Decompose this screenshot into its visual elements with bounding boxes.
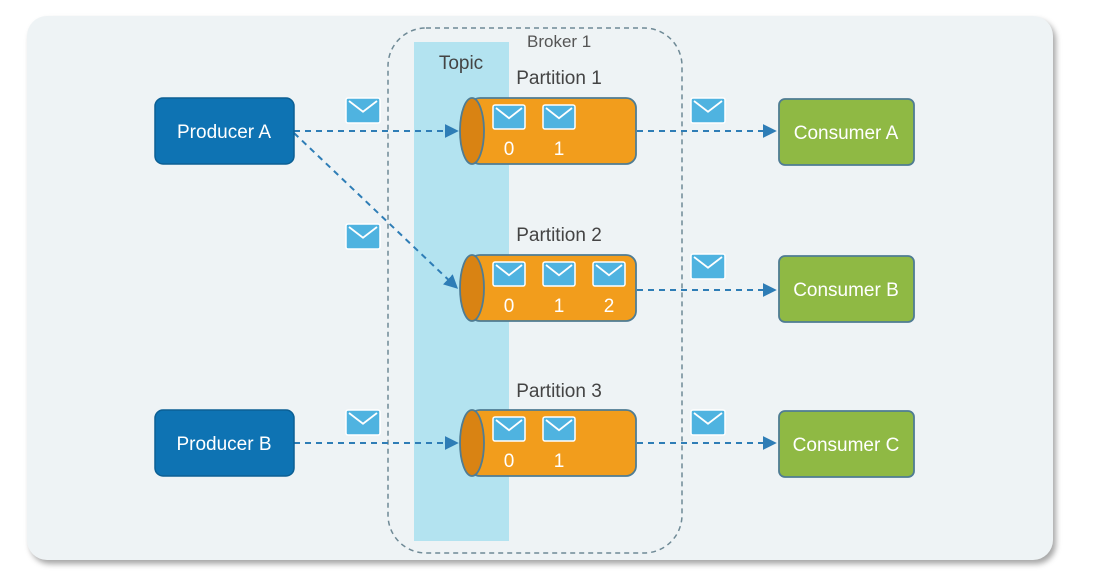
partition-3-label: Partition 3 (516, 381, 602, 402)
consumer-c-label: Consumer C (793, 435, 900, 456)
message-offset: 0 (504, 296, 515, 317)
envelope-icon (345, 409, 381, 436)
producer-b-node[interactable]: Producer B (154, 409, 295, 477)
envelope-icon (690, 409, 726, 436)
message-offset: 1 (554, 139, 565, 160)
message-offset: 2 (604, 296, 615, 317)
envelope-icon (492, 416, 526, 442)
envelope-icon (690, 253, 726, 280)
flow-envelopes (345, 97, 726, 436)
consumer-a-label: Consumer A (794, 123, 899, 144)
consumer-a-node[interactable]: Consumer A (778, 98, 915, 166)
broker-label: Broker 1 (527, 32, 591, 51)
envelope-icon (492, 261, 526, 287)
arrows-layer (293, 124, 777, 450)
partition-2-messages: 0 1 2 (492, 261, 626, 317)
envelope-icon (542, 261, 576, 287)
consumer-c-node[interactable]: Consumer C (778, 410, 915, 478)
envelope-icon (492, 104, 526, 130)
envelope-icon (345, 223, 381, 250)
consumer-b-node[interactable]: Consumer B (778, 255, 915, 323)
message-offset: 0 (504, 139, 515, 160)
message-offset: 1 (554, 296, 565, 317)
arrow-producer-a-partition-2 (293, 132, 459, 289)
producer-a-node[interactable]: Producer A (154, 97, 295, 165)
consumer-b-label: Consumer B (793, 280, 899, 301)
producer-a-label: Producer A (177, 122, 271, 143)
envelope-icon (345, 97, 381, 124)
message-offset: 0 (504, 451, 515, 472)
topic-label: Topic (439, 53, 483, 74)
envelope-icon (542, 416, 576, 442)
partition-2-label: Partition 2 (516, 225, 602, 246)
message-offset: 1 (554, 451, 565, 472)
broker-boundary (387, 27, 683, 554)
producer-b-label: Producer B (176, 434, 271, 455)
partition-2[interactable]: Partition 2 0 1 2 (459, 225, 637, 322)
envelope-icon (542, 104, 576, 130)
envelope-icon (592, 261, 626, 287)
partition-1-label: Partition 1 (516, 68, 602, 89)
envelope-icon (690, 97, 726, 124)
